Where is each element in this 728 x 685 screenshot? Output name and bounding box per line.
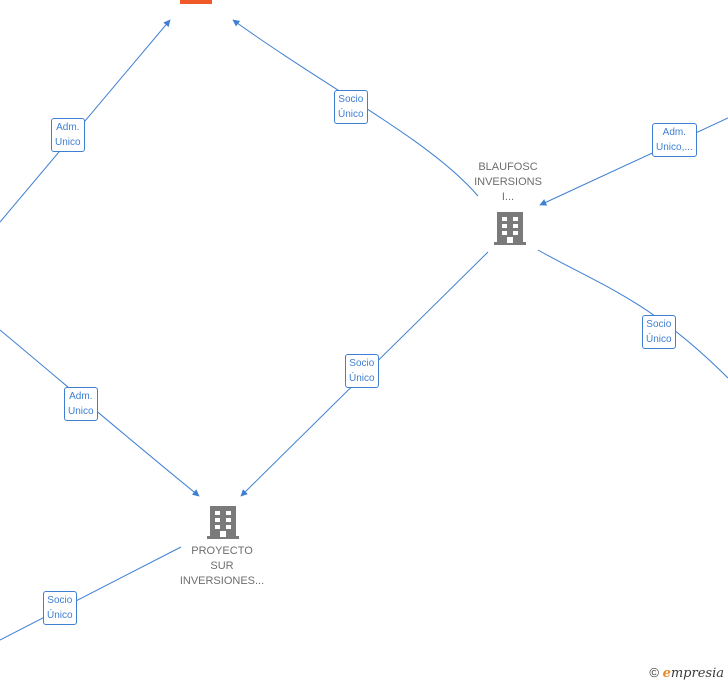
building-icon[interactable] — [494, 210, 526, 246]
relation-label-line: Adm. — [56, 122, 80, 133]
relation-label[interactable]: Adm. Unico — [64, 387, 98, 421]
edge-right-to-blaufosc — [539, 117, 728, 206]
edge-blaufosc-to-top — [232, 19, 479, 197]
relation-label-line: Único — [47, 610, 73, 621]
empresia-logo-initial: e — [662, 666, 671, 681]
relation-label-line: Socio — [646, 319, 672, 330]
relation-label-line: Único — [338, 109, 364, 120]
edge-blaufosc-to-right — [537, 249, 728, 379]
relation-label-line: Socio — [349, 358, 375, 369]
node-label-line: PROYECTO — [191, 545, 253, 557]
relation-label-line: Unico,... — [656, 142, 693, 153]
relation-label[interactable]: Socio Único — [334, 90, 368, 124]
copyright-symbol: © — [649, 665, 659, 680]
relation-label[interactable]: Socio Único — [43, 591, 77, 625]
relation-label-line: Socio — [338, 94, 364, 105]
relation-label[interactable]: Adm. Unico,... — [652, 123, 697, 157]
top-company-building-icon — [180, 0, 212, 4]
relation-label[interactable]: Socio Único — [642, 315, 676, 349]
relation-label[interactable]: Adm. Unico — [51, 118, 85, 152]
node-label-line: SUR — [210, 560, 234, 572]
relation-label-line: Socio — [47, 595, 73, 606]
relation-label-line: Unico — [55, 137, 81, 148]
node-label-line: I... — [501, 191, 515, 203]
relation-label-line: Adm. — [662, 127, 687, 138]
empresia-logo: empresia — [663, 666, 724, 681]
node-label-line: BLAUFOSC — [478, 161, 538, 173]
relation-label-line: Único — [349, 373, 375, 384]
proyecto-node-label[interactable]: PROYECTO SUR INVERSIONES... — [167, 544, 277, 589]
edge-proyecto-to-left — [0, 546, 182, 641]
empresia-watermark: © empresia — [649, 665, 724, 681]
node-label-line: INVERSIONES... — [179, 575, 265, 587]
relation-label-line: Único — [646, 334, 672, 345]
relation-label-line: Unico — [68, 406, 94, 417]
top-company-node[interactable] — [180, 0, 212, 4]
relation-label[interactable]: Socio Único — [345, 354, 379, 388]
relation-label-line: Adm. — [69, 391, 93, 402]
edge-left-to-top — [0, 19, 171, 223]
blaufosc-node-label[interactable]: BLAUFOSC INVERSIONS I... — [453, 160, 563, 205]
node-label-line: INVERSIONS — [474, 176, 542, 188]
empresia-logo-text: mpresia — [670, 666, 724, 681]
building-icon[interactable] — [207, 504, 239, 540]
edge-left-to-proyecto — [0, 329, 200, 497]
